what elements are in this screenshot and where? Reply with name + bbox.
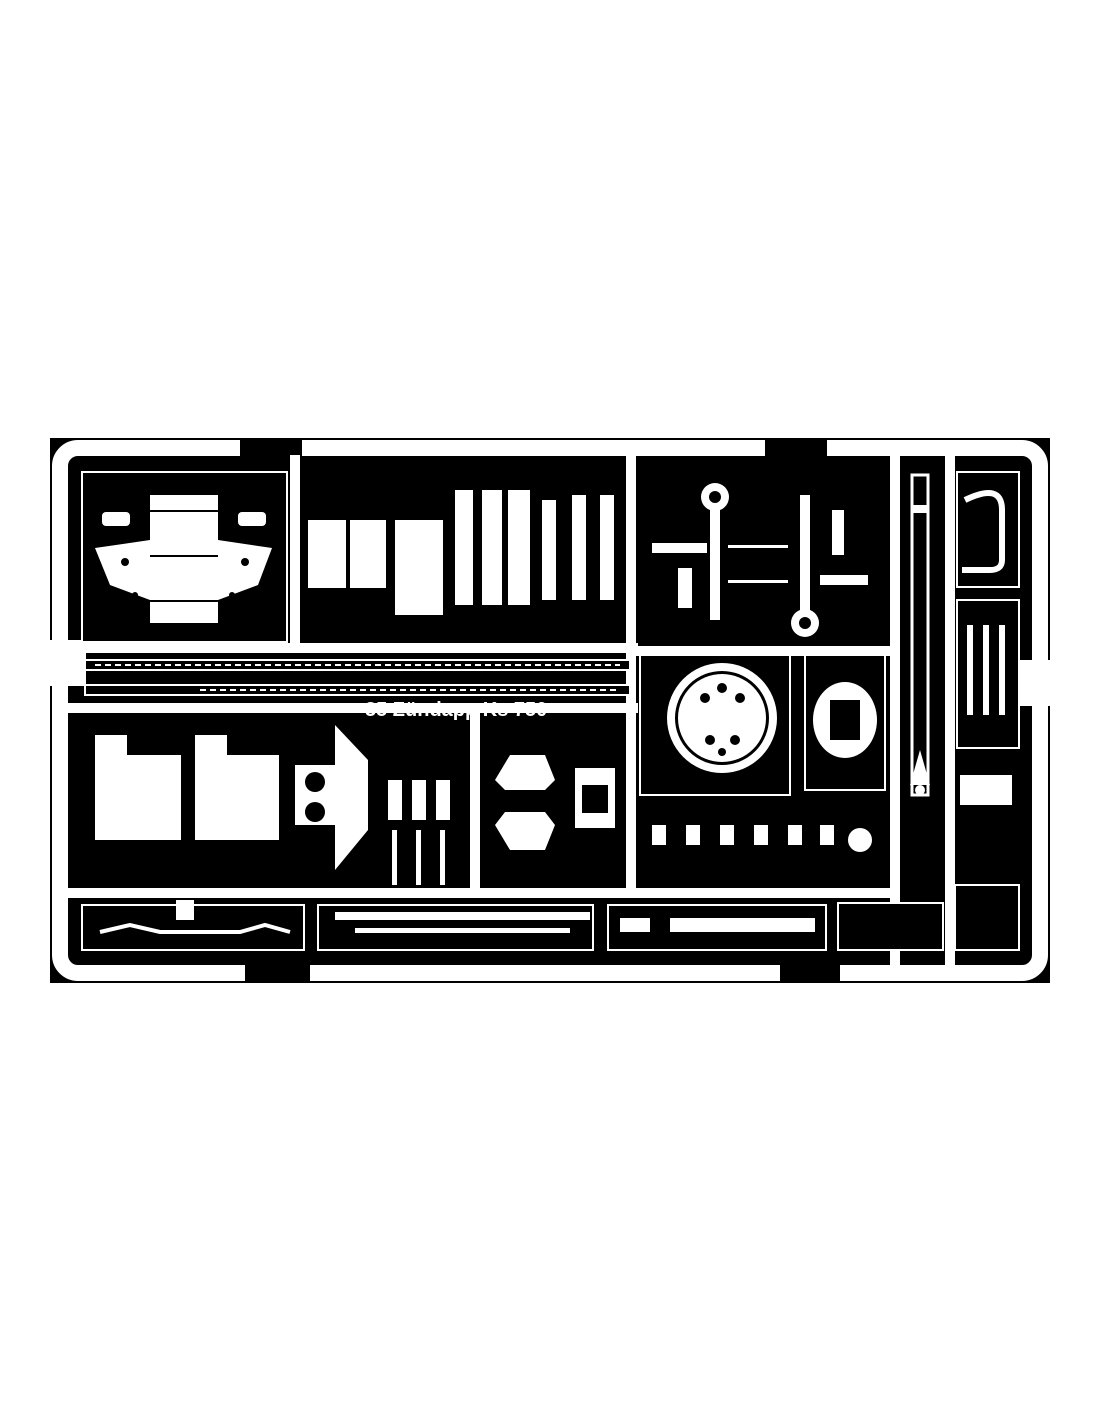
part-group-lower-blocks	[95, 735, 279, 840]
frame-breaks	[240, 438, 840, 983]
part-group-handles	[956, 471, 1020, 805]
part-group-hatch-disc	[639, 654, 791, 796]
part-group-bracket-cone	[295, 725, 368, 870]
fret-label-text: 35 Zündapp Ks 750	[365, 699, 547, 721]
part-group-ring	[804, 654, 886, 791]
part-group-linkages	[652, 483, 868, 637]
part-group-small-clips	[652, 825, 872, 852]
part-group-brackets	[495, 755, 615, 850]
part-group-rails	[84, 659, 631, 696]
part-group-plates	[308, 490, 614, 615]
fret-label-end: 2	[752, 699, 763, 721]
fret-frame	[52, 440, 1048, 981]
part-group-long-rod	[910, 473, 930, 797]
part-group-bottom-strips	[81, 884, 1020, 951]
part-group-seat-box	[81, 471, 288, 643]
inner-runners	[68, 455, 955, 965]
part-group-levers	[388, 780, 450, 885]
